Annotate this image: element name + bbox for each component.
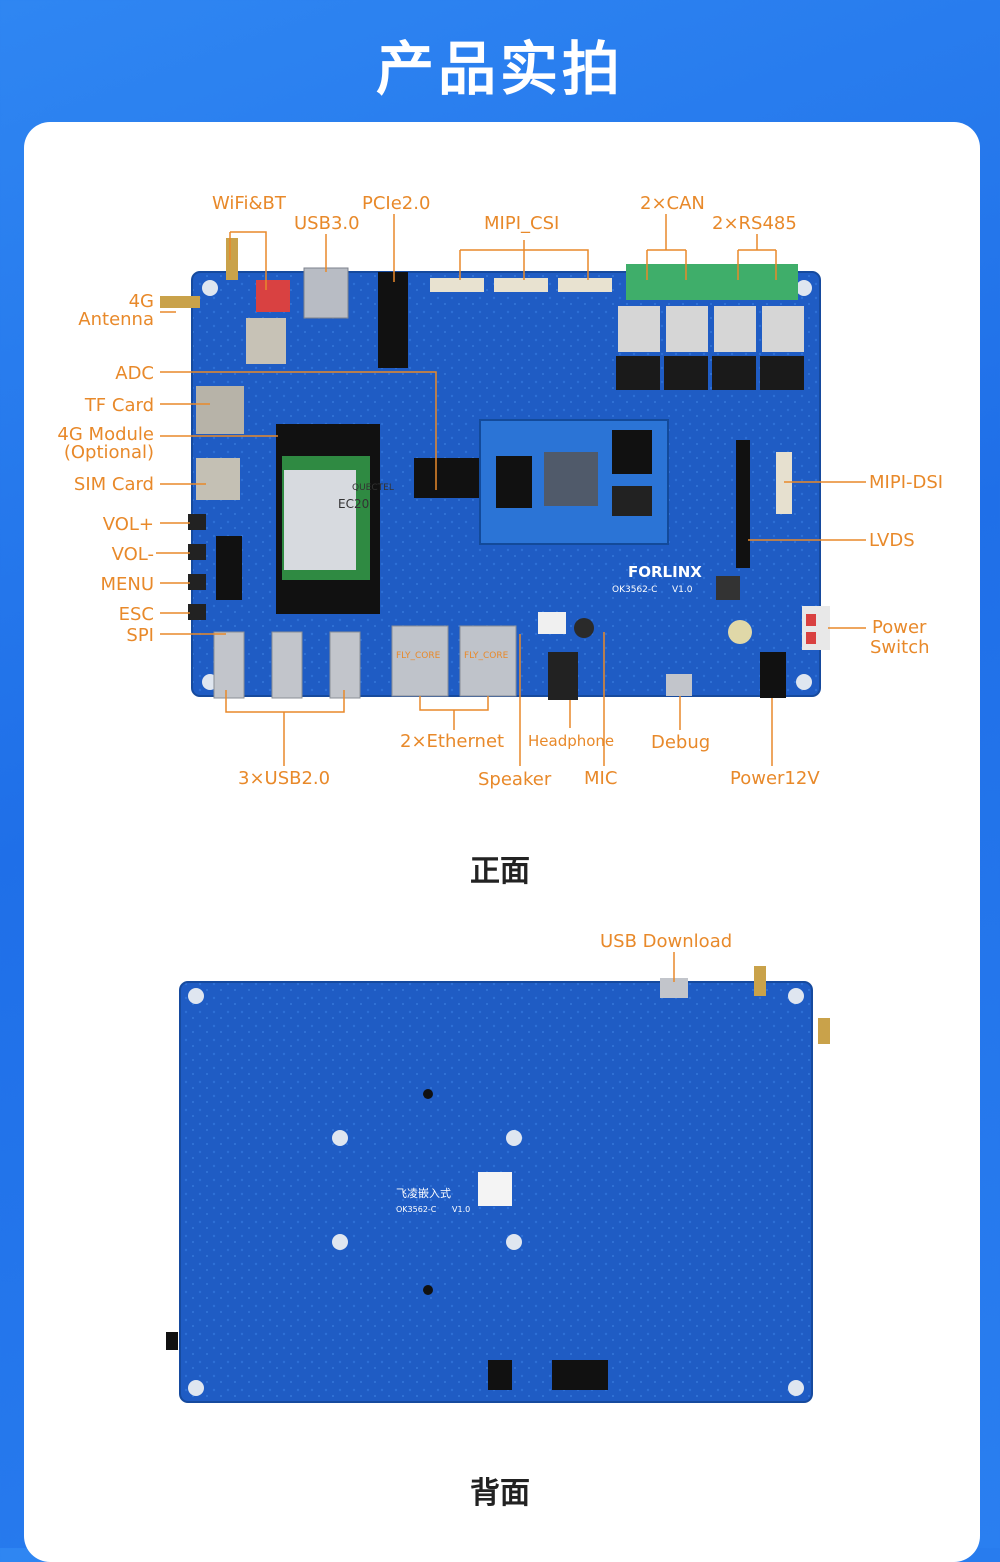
label-mic: MIC	[584, 768, 618, 789]
back-model: OK3562-C	[396, 1205, 437, 1214]
label-4g-module-1: 4G Module	[57, 424, 154, 445]
debug-port	[666, 674, 692, 696]
eth1-mark: FLY_CORE	[396, 651, 441, 661]
label-pcie: PCIe2.0	[362, 193, 431, 214]
back-qr-code	[478, 1172, 512, 1206]
front-version: V1.0	[672, 585, 693, 595]
label-lvds: LVDS	[869, 530, 915, 551]
back-board	[166, 966, 830, 1403]
label-vol-up: VOL+	[102, 514, 154, 535]
label-power-switch-1: Power	[872, 617, 927, 638]
power-jack	[760, 652, 786, 698]
label-adc: ADC	[115, 363, 154, 384]
wifi-antenna-connector	[226, 238, 238, 280]
label-can: 2×CAN	[640, 193, 705, 214]
front-brand: FORLINX	[628, 563, 702, 581]
back-caption: 背面	[470, 1476, 530, 1511]
label-usb2: 3×USB2.0	[238, 768, 331, 789]
label-mipi-csi: MIPI_CSI	[484, 213, 560, 234]
terminal-block	[626, 264, 798, 300]
label-headphone: Headphone	[528, 732, 615, 750]
dip-switch	[256, 280, 290, 312]
headphone-jack	[548, 652, 578, 700]
mipi-dsi-connector	[776, 452, 792, 514]
label-rs485: 2×RS485	[712, 213, 797, 234]
front-caption: 正面	[470, 854, 530, 889]
label-menu: MENU	[100, 574, 154, 595]
sim-card-slot	[196, 458, 240, 500]
label-wifi-bt: WiFi&BT	[212, 193, 286, 214]
back-brand: 飞凌嵌入式	[396, 1187, 451, 1200]
lvds-connector	[736, 440, 750, 568]
label-debug: Debug	[651, 732, 711, 753]
front-leader-lines	[156, 214, 866, 766]
4g-module-mark: EC20	[338, 497, 370, 511]
back-version: V1.0	[452, 1205, 471, 1214]
label-sim-card: SIM Card	[73, 474, 154, 495]
mic	[574, 618, 594, 638]
label-4g-antenna-2: Antenna	[78, 309, 154, 330]
wifi-bt-module	[246, 318, 286, 364]
label-spi: SPI	[126, 625, 154, 646]
label-vol-down: VOL-	[111, 544, 154, 565]
label-power12v: Power12V	[730, 768, 820, 789]
label-speaker: Speaker	[478, 769, 552, 790]
label-usb3: USB3.0	[294, 213, 360, 234]
4g-antenna-connector	[160, 296, 200, 308]
label-mipi-dsi: MIPI-DSI	[869, 472, 944, 493]
4g-module-brand: QUECTEL	[352, 483, 394, 493]
mipi-csi-connector-3	[558, 278, 612, 292]
page-title: 产品实拍	[375, 35, 624, 103]
usb3-port	[303, 267, 349, 319]
spi-header	[216, 536, 242, 600]
pcie-slot	[378, 272, 408, 368]
front-board	[160, 238, 830, 700]
mipi-csi-connector-1	[430, 278, 484, 292]
label-usb-download: USB Download	[600, 931, 733, 952]
mipi-csi-connector-2	[494, 278, 548, 292]
usb-download-port	[660, 978, 688, 998]
label-power-switch-2: Switch	[870, 637, 930, 658]
eth2-mark: FLY_CORE	[464, 651, 509, 661]
label-4g-antenna-1: 4G	[128, 291, 154, 312]
tf-card-slot	[196, 386, 244, 434]
speaker-connector	[538, 612, 566, 634]
front-model: OK3562-C	[612, 585, 658, 595]
label-esc: ESC	[118, 604, 154, 625]
label-ethernet: 2×Ethernet	[400, 731, 505, 752]
label-tf-card: TF Card	[84, 395, 154, 416]
label-4g-module-2: (Optional)	[63, 442, 154, 463]
